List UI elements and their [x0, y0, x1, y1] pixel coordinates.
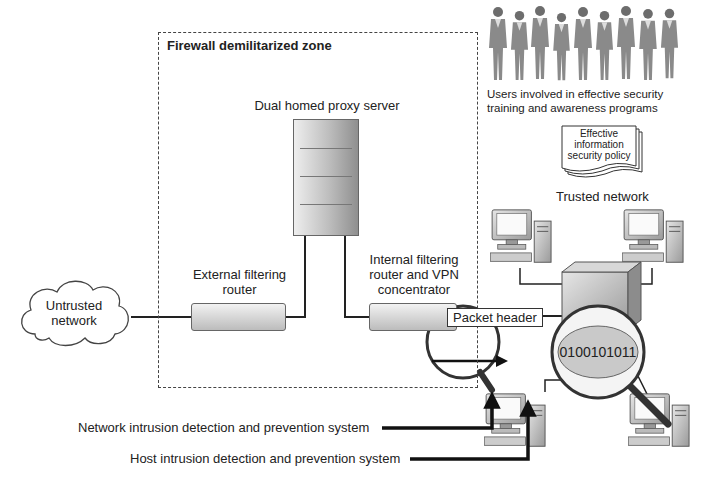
computer	[628, 394, 689, 446]
network-wires	[456, 268, 655, 400]
person	[661, 9, 678, 78]
users-illustration	[489, 6, 678, 80]
router-node: Internal filtering router and VPN concen…	[369, 303, 457, 331]
page	[562, 126, 636, 171]
wire	[520, 268, 562, 284]
leader-lines	[382, 400, 528, 459]
text-label: Packet header	[447, 308, 543, 327]
cloud-shape	[22, 281, 129, 345]
server-panel-line	[300, 176, 352, 177]
connector-wire	[131, 316, 191, 318]
server-panel-line	[300, 148, 352, 149]
magnifier-handle	[630, 386, 668, 424]
binary-data: 0100101011	[560, 344, 637, 360]
connector-wire	[345, 236, 369, 317]
router-node: External filtering router	[191, 303, 286, 331]
magnifier-handle	[480, 372, 492, 390]
text-label: Users involved in effective security tra…	[487, 88, 702, 115]
arrow-head	[496, 355, 508, 367]
doc-node: Effective information security policy	[560, 124, 644, 180]
server-node: Dual homed proxy server	[293, 119, 359, 236]
node-label: External filtering router	[184, 267, 296, 297]
cloud-node: Untrusted network	[15, 272, 133, 350]
node-label: Untrusted network	[33, 298, 115, 328]
person	[511, 11, 528, 80]
connector-wire	[286, 236, 305, 317]
data-disc	[558, 326, 638, 378]
person	[489, 7, 507, 80]
person	[574, 7, 592, 80]
packet-arrow	[432, 360, 498, 363]
person	[531, 6, 549, 79]
text-label: Host intrusion detection and prevention …	[130, 451, 400, 466]
magnifier-lens	[552, 306, 644, 398]
node-label: Effective information security policy	[565, 128, 633, 161]
person	[553, 13, 570, 80]
computer	[490, 210, 551, 262]
node-label: Firewall demilitarized zone	[167, 38, 332, 53]
node-label: Dual homed proxy server	[242, 98, 412, 113]
computer	[622, 210, 683, 262]
leader-arrow	[410, 408, 528, 459]
dmz-zone: Firewall demilitarized zoneDual homed pr…	[158, 32, 478, 388]
node-label: Internal filtering router and VPN concen…	[354, 252, 474, 297]
person	[596, 11, 613, 80]
host-magnifier	[552, 306, 668, 424]
server-panel-line	[300, 204, 352, 205]
text-label: Trusted network	[556, 189, 649, 204]
leader-arrow	[382, 400, 492, 428]
person	[617, 6, 635, 79]
person	[639, 9, 657, 80]
text-label: Network intrusion detection and preventi…	[78, 420, 369, 435]
